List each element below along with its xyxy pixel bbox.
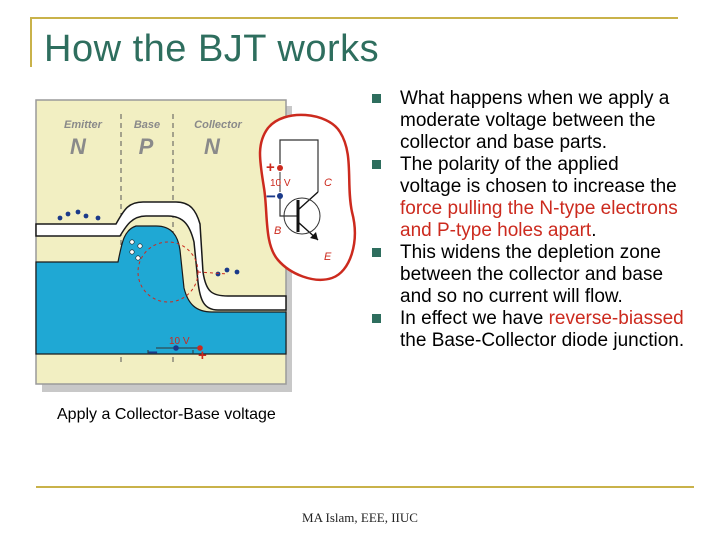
conduction-band-edge — [35, 201, 287, 311]
bullet-highlight: force pulling the N-type electrons and P… — [400, 198, 678, 241]
bjt-diagram: Emitter Base Collector N P N + − — [35, 99, 356, 392]
region-type-base: P — [139, 134, 154, 159]
emitter-electrons — [57, 209, 101, 221]
region-label-emitter: Emitter — [64, 119, 103, 131]
emitter-arrow-icon — [310, 232, 318, 240]
bullet-text: the Base-Collector diode junction. — [400, 330, 685, 351]
battery-top-negative-terminal — [277, 193, 283, 199]
frame-left-rule — [30, 17, 32, 67]
depletion-pointer — [197, 271, 229, 275]
diagram-caption: Apply a Collector-Base voltage — [57, 406, 276, 423]
battery-bottom-voltage: 10 V — [169, 336, 190, 347]
base-holes — [129, 239, 143, 261]
bullet-list: What happens when we apply a moderate vo… — [370, 88, 685, 352]
battery-bottom-positive-terminal — [197, 345, 203, 351]
bullet-square-icon — [372, 94, 381, 103]
slide-footer: MA Islam, EEE, IIUC — [302, 510, 418, 525]
bullet-highlight: reverse-biassed — [548, 308, 684, 329]
terminal-label-collector: C — [324, 177, 332, 189]
battery-top-minus: − — [266, 187, 276, 206]
terminal-label-base: B — [274, 225, 281, 237]
bullet-text: What happens when we apply a moderate vo… — [400, 88, 670, 153]
bullet-item: The polarity of the applied voltage is c… — [370, 154, 685, 242]
bullet-text: The polarity of the applied voltage is c… — [400, 154, 677, 197]
battery-top-positive-terminal — [277, 165, 283, 171]
bullet-item: This widens the depletion zone between t… — [370, 242, 685, 308]
transistor-collector-leg — [297, 191, 319, 211]
base-wire — [279, 198, 298, 217]
bullet-text: . — [591, 220, 597, 241]
battery-bottom-negative-terminal — [173, 345, 179, 351]
bullet-text: This widens the depletion zone between t… — [400, 242, 664, 307]
footer-rule — [36, 486, 694, 488]
battery-bottom-plus: + — [198, 347, 207, 364]
frame-top-rule — [30, 17, 678, 19]
region-label-base: Base — [134, 119, 160, 131]
transistor-symbol — [283, 197, 321, 235]
region-type-emitter: N — [70, 134, 87, 159]
bullet-item: What happens when we apply a moderate vo… — [370, 88, 685, 154]
bullet-square-icon — [372, 160, 381, 169]
terminal-label-emitter: E — [324, 251, 332, 263]
region-label-collector: Collector — [194, 119, 242, 131]
collector-wire — [279, 139, 319, 192]
region-type-collector: N — [204, 134, 221, 159]
battery-top-plus: + — [266, 159, 275, 176]
bullet-square-icon — [372, 248, 381, 257]
valence-band — [35, 225, 287, 355]
battery-bottom-minus: − — [148, 343, 158, 362]
slide-title: How the BJT works — [44, 28, 380, 70]
battery-top-voltage: 10 V — [270, 178, 291, 189]
circuit-outline — [258, 113, 356, 281]
bullet-item: In effect we have reverse-biassed the Ba… — [370, 308, 685, 352]
bullet-text: In effect we have — [400, 308, 549, 329]
bullet-square-icon — [372, 314, 381, 323]
